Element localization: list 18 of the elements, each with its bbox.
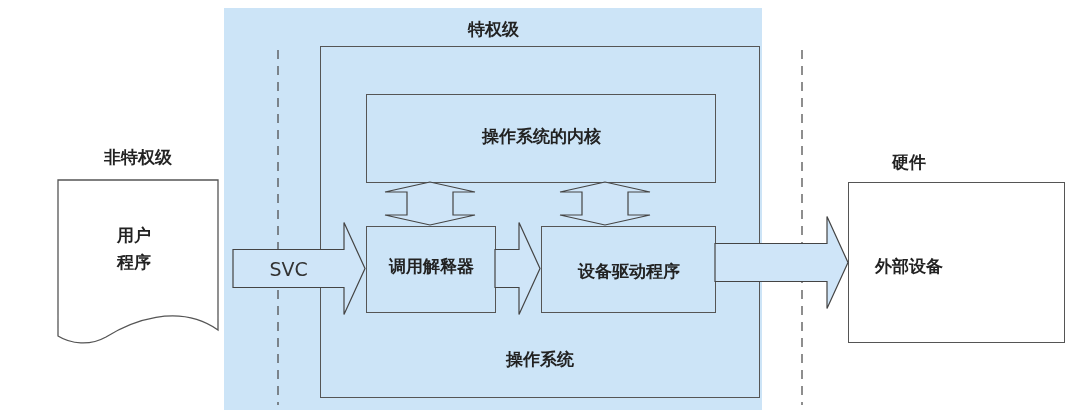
region-title: 硬件 bbox=[891, 151, 927, 174]
region-label: 操作系统 bbox=[504, 348, 575, 371]
kernel-box bbox=[366, 94, 716, 183]
node-label: 设备驱动程序 bbox=[576, 260, 681, 283]
block-arrow bbox=[384, 181, 476, 226]
node-label: 外部设备 bbox=[874, 255, 944, 278]
node-label: 调用解释器 bbox=[387, 255, 475, 278]
process-box bbox=[541, 226, 716, 313]
privileged-region bbox=[224, 8, 762, 410]
region-title: 非特权级 bbox=[103, 146, 173, 169]
node-label: 操作系统的内核 bbox=[480, 125, 602, 148]
block-arrow bbox=[714, 215, 849, 310]
process-box bbox=[366, 226, 496, 313]
block-arrow bbox=[494, 221, 541, 316]
region-title: 特权级 bbox=[466, 18, 520, 41]
block-arrow bbox=[559, 181, 651, 226]
node-label: 用户程序 bbox=[115, 224, 152, 275]
os-box bbox=[320, 46, 760, 398]
